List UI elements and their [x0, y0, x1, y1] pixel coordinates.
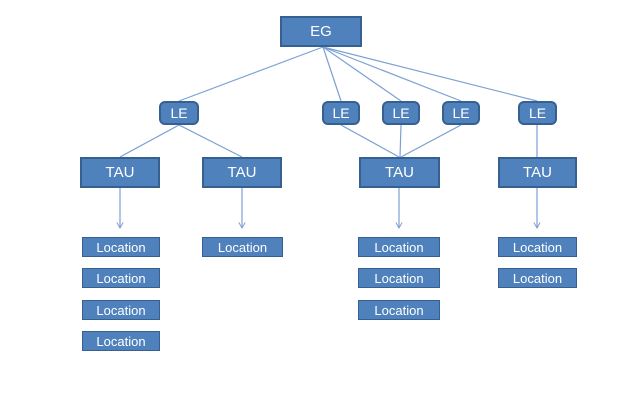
node-location: Location [82, 268, 160, 288]
node-location: Location [202, 237, 283, 257]
edge-le1-tau2 [178, 124, 243, 158]
edge-le1-tau1 [119, 124, 180, 158]
node-location: Location [358, 300, 440, 320]
edge-le3-tau3 [399, 124, 402, 158]
node-le-3: LE [382, 101, 420, 125]
edge-eg-le4 [322, 46, 462, 102]
node-location: Location [498, 237, 577, 257]
node-tau-4: TAU [498, 157, 577, 188]
node-tau-2: TAU [202, 157, 282, 188]
node-location: Location [358, 268, 440, 288]
edge-eg-le3 [322, 46, 402, 102]
node-tau-3: TAU [359, 157, 440, 188]
node-location: Location [82, 300, 160, 320]
node-le-1: LE [159, 101, 199, 125]
edge-le4-tau3 [400, 124, 462, 158]
node-location: Location [358, 237, 440, 257]
node-location: Location [498, 268, 577, 288]
node-location: Location [82, 331, 160, 351]
node-le-5: LE [518, 101, 557, 125]
edge-eg-le1 [178, 46, 324, 102]
node-eg: EG [280, 16, 362, 47]
node-tau-1: TAU [80, 157, 160, 188]
node-location: Location [82, 237, 160, 257]
edge-le2-tau3 [340, 124, 400, 158]
edge-eg-le2 [322, 46, 342, 102]
edge-eg-le5 [322, 46, 538, 102]
node-le-4: LE [442, 101, 480, 125]
node-le-2: LE [322, 101, 360, 125]
